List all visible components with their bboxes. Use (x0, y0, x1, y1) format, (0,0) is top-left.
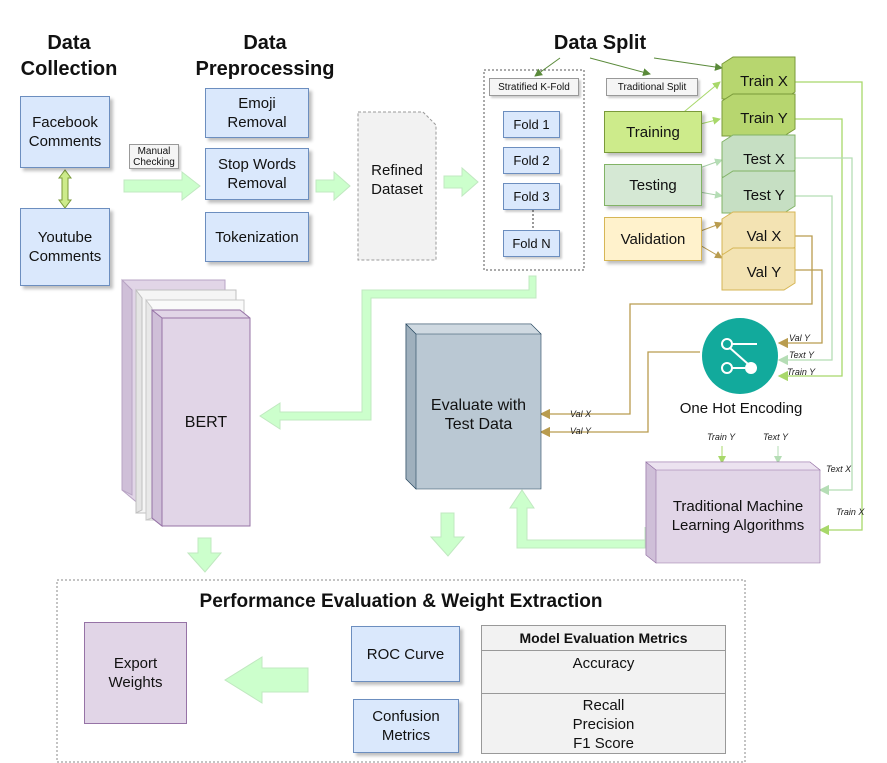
one-hot-encoding-icon (702, 318, 778, 394)
testy-to-ohe (777, 195, 833, 366)
header-data-collection: Data Collection (10, 30, 128, 82)
training-box: Training (604, 111, 702, 153)
header-data-collection-line2: Collection (20, 58, 118, 80)
bert-label: BERT (184, 413, 228, 431)
valy-to-ohe (777, 269, 823, 349)
output-cubes (721, 56, 796, 291)
refined-dataset-label: Refined Dataset (371, 162, 423, 198)
bert-stack (121, 278, 251, 528)
tokenization-box: Tokenization (205, 212, 309, 262)
train-x-label: Train X (740, 73, 788, 90)
val-x-label: Val X (746, 228, 782, 245)
split-to-stratified (534, 57, 561, 77)
val-y-label: Val Y (746, 264, 782, 281)
metric-accuracy: Accuracy (482, 651, 725, 694)
ohe-to-evaluate (539, 351, 700, 438)
arrow-refined-to-split (443, 166, 479, 198)
arrow-preprocessing-to-refined (315, 170, 351, 202)
fold-2-box: Fold 2 (503, 147, 560, 174)
metrics-lower: Recall Precision F1 Score (482, 694, 725, 753)
roc-curve-box: ROC Curve (351, 626, 460, 682)
validation-box: Validation (604, 217, 702, 261)
testx-to-ml (793, 157, 853, 496)
edge-label-val-y: Val Y (789, 333, 811, 343)
trainx-to-ml (795, 81, 863, 536)
validation-to-valy (697, 243, 723, 259)
edge-label-val-y-eval: Val Y (570, 426, 592, 436)
arrow-collection-to-preprocessing (123, 170, 201, 202)
traditional-ml-label: Traditional Machine Learning Algorithms (671, 498, 805, 534)
facebook-comments-box: Facebook Comments (20, 96, 110, 168)
fold-1-box: Fold 1 (503, 111, 560, 138)
one-hot-encoding-label: One Hot Encoding (679, 400, 803, 417)
test-x-label: Test X (743, 151, 785, 168)
validation-to-valx (697, 221, 723, 233)
evaluation-metrics-table: Model Evaluation Metrics Accuracy Recall… (481, 625, 726, 754)
arrow-metrics-to-export (224, 656, 309, 704)
fold-n-box: Fold N (503, 230, 560, 257)
stop-words-removal-box: Stop Words Removal (205, 148, 309, 200)
train-y-label: Train Y (740, 110, 788, 127)
arrow-evaluate-to-performance (429, 512, 466, 557)
trainy-to-ohe (777, 118, 843, 382)
test-y-label: Test Y (743, 187, 785, 204)
header-data-preprocessing-line2: Preprocessing (195, 58, 335, 80)
emoji-removal-box: Emoji Removal (205, 88, 309, 138)
edge-label-train-y-down: Train Y (707, 432, 736, 442)
performance-title: Performance Evaluation & Weight Extracti… (199, 591, 603, 612)
evaluate-cube (405, 323, 542, 490)
valx-to-evaluate (539, 235, 813, 420)
evaluate-label: Evaluate with Test Data (430, 397, 527, 433)
edge-label-val-x-eval: Val X (570, 409, 592, 419)
youtube-comments-box: Youtube Comments (20, 208, 110, 286)
edge-label-text-y-down: Text Y (763, 432, 789, 442)
export-weights-box: Export Weights (84, 622, 187, 724)
header-data-split: Data Split (553, 32, 647, 54)
metric-precision: Precision (572, 716, 635, 733)
traditional-split-title: Traditional Split (606, 78, 698, 96)
traditional-ml-cube (645, 461, 821, 564)
edge-label-train-x-side: Train X (836, 507, 865, 517)
header-data-preprocessing: Data Preprocessing (188, 30, 342, 82)
stratified-container (483, 69, 585, 271)
metrics-title: Model Evaluation Metrics (482, 626, 725, 651)
arrow-bert-to-performance (186, 537, 223, 573)
performance-container (56, 579, 746, 763)
stratified-kfold-title: Stratified K-Fold (489, 78, 579, 96)
edge-label-text-x-side: Text X (826, 464, 852, 474)
header-data-collection-line1: Data (47, 32, 91, 54)
split-to-trainx (653, 57, 723, 71)
arrow-folds-to-bert (259, 275, 537, 430)
edge-label-text-y: Text Y (789, 350, 815, 360)
refined-dataset-doc (357, 111, 437, 261)
metric-recall: Recall (582, 697, 625, 714)
confusion-metrics-box: Confusion Metrics (353, 699, 459, 753)
metric-f1: F1 Score (573, 735, 634, 752)
manual-checking-tag: Manual Checking (129, 144, 179, 169)
fold-3-box: Fold 3 (503, 183, 560, 210)
arrow-ml-to-evaluate (509, 489, 646, 549)
header-data-preprocessing-line1: Data (243, 32, 287, 54)
collection-link-arrow (58, 169, 72, 209)
testing-box: Testing (604, 164, 702, 206)
split-to-traditional (589, 57, 651, 77)
edge-label-train-y: Train Y (787, 367, 816, 377)
